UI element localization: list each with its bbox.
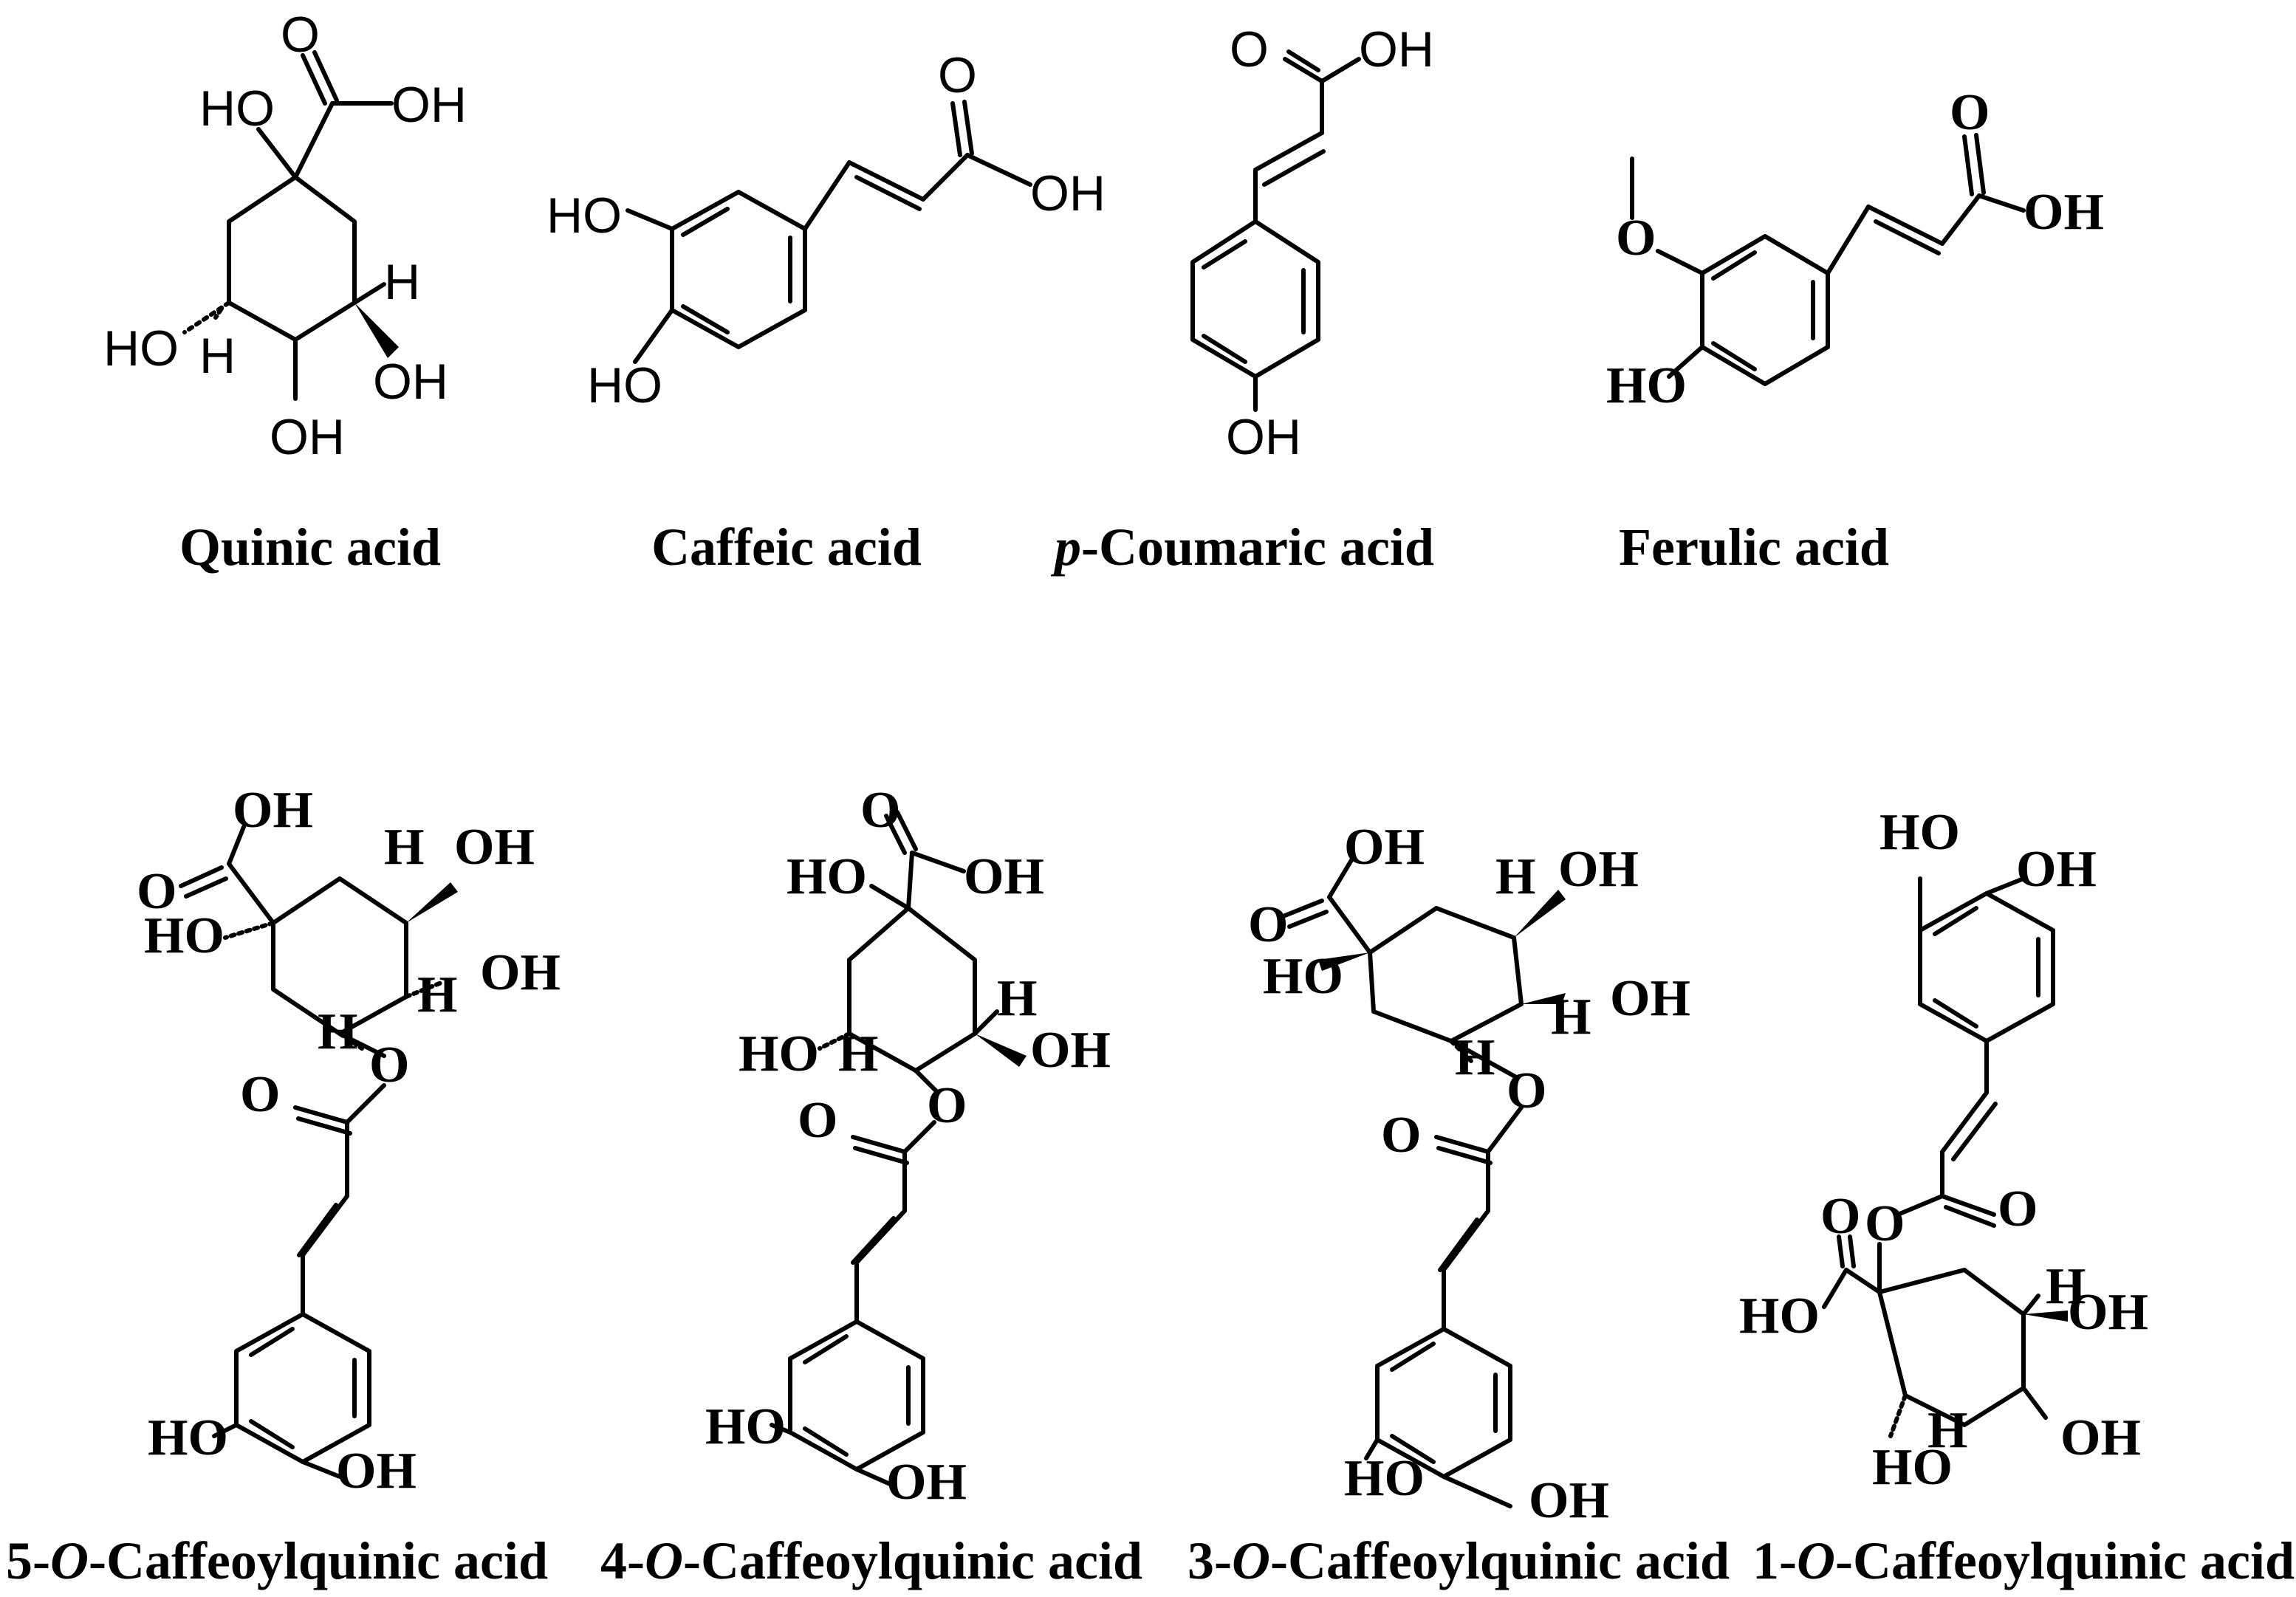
hydrogen-label: H (1927, 1402, 1967, 1459)
p-coumaric-acid-structure: O OH OH (1190, 21, 1434, 465)
hydroxyl-label: OH (1610, 970, 1690, 1027)
compound-name-p-coumaric-acid: p-Coumaric acid (1050, 518, 1434, 577)
hydroxyl-label: HO (1739, 1288, 1820, 1344)
ester-oxygen-label: O (369, 1037, 409, 1093)
oxygen-label: O (860, 782, 900, 839)
compound-name-1-o-caffeoylquinic-acid: 1-O-Caffeoylquinic acid (1752, 1531, 2295, 1590)
hydroxyl-label: HO (1879, 804, 1960, 861)
hydroxyl-label: OH (2060, 1409, 2141, 1466)
compound-name-4-o-caffeoylquinic-acid: 4-O-Caffeoylquinic acid (600, 1531, 1142, 1590)
ferulic-acid-structure: O OH O HO (1606, 84, 2104, 414)
ester-oxygen-label: O (1865, 1195, 1905, 1252)
hydroxyl-label: HO (103, 320, 179, 377)
hydroxyl-label: OH (336, 1443, 417, 1500)
hydrogen-label: H (417, 966, 457, 1023)
hydroxyl-label: OH (1030, 165, 1106, 221)
hydroxyl-label: OH (2068, 1284, 2148, 1341)
hydroxyl-label: OH (454, 819, 535, 876)
carbonyl-oxygen-label: O (798, 1092, 837, 1149)
hydroxyl-label: HO (1606, 357, 1687, 414)
hydroxyl-label: OH (480, 944, 561, 1001)
hydroxyl-label: HO (739, 1026, 819, 1082)
hydrogen-label: H (997, 970, 1037, 1027)
hydroxyl-label: OH (2023, 184, 2104, 241)
hydrogen-label: H (1455, 1029, 1495, 1086)
hydroxyl-label: HO (705, 1398, 786, 1455)
hydroxyl-label: OH (1529, 1472, 1609, 1529)
5-o-caffeoylquinic-acid-structure: OH O HO H OH H OH H O O HO OH (137, 782, 561, 1500)
hydroxyl-label: OH (1030, 1022, 1111, 1079)
hydroxyl-label: OH (2016, 841, 2097, 898)
hydroxyl-label: HO (587, 357, 662, 413)
compound-name-caffeic-acid: Caffeic acid (651, 518, 922, 577)
ester-oxygen-label: O (1507, 1062, 1546, 1119)
hydrogen-label: H (838, 1026, 878, 1082)
ester-oxygen-label: O (927, 1077, 967, 1134)
oxygen-label: O (137, 863, 177, 920)
hydroxyl-label: HO (1344, 1450, 1425, 1507)
oxygen-label: O (1230, 21, 1269, 78)
oxygen-label: O (1950, 84, 1990, 141)
oxygen-label: O (938, 47, 977, 103)
carbonyl-oxygen-label: O (240, 1066, 280, 1123)
carbonyl-oxygen-label: O (1381, 1107, 1421, 1164)
hydroxyl-label: HO (546, 188, 622, 244)
compound-name-quinic-acid: Quinic acid (179, 518, 441, 577)
hydrogen-label: H (1495, 848, 1535, 905)
hydroxyl-label: OH (373, 354, 448, 410)
hydroxyl-label: OH (391, 77, 467, 133)
oxygen-label: O (1248, 896, 1288, 953)
oxygen-label: O (1820, 1188, 1860, 1245)
hydrogen-label: H (384, 254, 420, 310)
hydrogen-label: H (1551, 989, 1591, 1045)
4-o-caffeoylquinic-acid-structure: O OH HO H OH HO H O O HO OH (705, 782, 1111, 1511)
hydroxyl-label: OH (1226, 409, 1301, 465)
hydroxyl-label: OH (1558, 841, 1639, 898)
hydroxyl-label: OH (1344, 819, 1425, 876)
compound-name-3-o-caffeoylquinic-acid: 3-O-Caffeoylquinic acid (1188, 1531, 1730, 1590)
hydroxyl-label: OH (233, 782, 313, 839)
hydroxyl-label: HO (787, 848, 867, 905)
methoxy-oxygen-label: O (1616, 210, 1656, 267)
hydroxyl-label: OH (964, 848, 1044, 905)
hydrogen-label: H (2046, 1258, 2086, 1315)
oxygen-label: O (281, 7, 320, 63)
3-o-caffeoylquinic-acid-structure: OH O HO H OH H OH H O O HO OH (1248, 819, 1690, 1529)
hydroxyl-label: OH (270, 409, 345, 465)
caffeic-acid-structure: O OH HO HO (546, 47, 1106, 413)
hydroxyl-label: HO (1263, 948, 1343, 1005)
quinic-acid-structure: O OH HO H OH OH HO H (103, 7, 467, 465)
hydrogen-label: H (318, 1003, 357, 1060)
compound-name-ferulic-acid: Ferulic acid (1619, 518, 1889, 577)
hydrogen-label: H (384, 819, 424, 876)
hydroxyl-label: HO (199, 80, 275, 137)
hydroxyl-label: HO (148, 1409, 228, 1466)
compound-name-5-o-caffeoylquinic-acid: 5-O-Caffeoylquinic acid (6, 1531, 548, 1590)
hydroxyl-label: HO (144, 907, 225, 964)
hydrogen-label: H (199, 328, 236, 384)
hydroxyl-label: OH (886, 1454, 967, 1511)
1-o-caffeoylquinic-acid-structure: HO OH O O O HO H OH OH H HO (1739, 804, 2148, 1496)
hydroxyl-label: OH (1359, 21, 1434, 78)
carbonyl-oxygen-label: O (1998, 1181, 2038, 1237)
hydroxyl-label: HO (1872, 1439, 1953, 1496)
